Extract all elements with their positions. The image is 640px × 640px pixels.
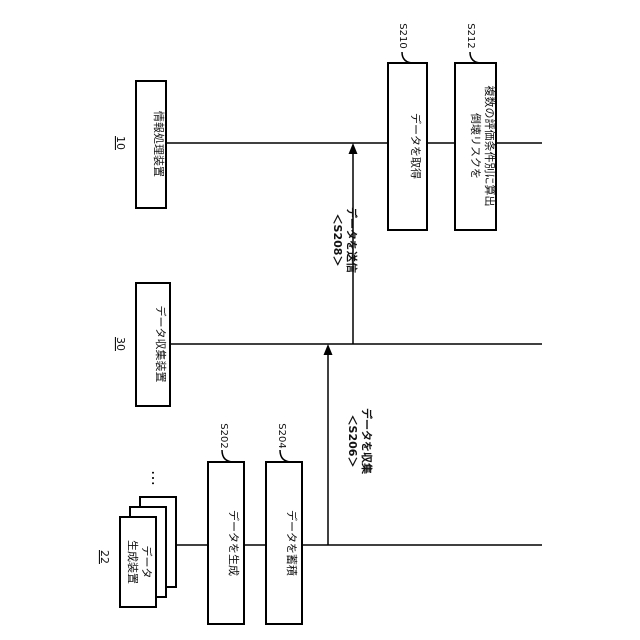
step-s210-id: S210: [397, 23, 408, 48]
msg-s206-label: データを収集: [360, 408, 374, 475]
data-generation-label-line1: データ: [140, 546, 154, 579]
arrowhead-s206: [324, 344, 333, 355]
step-s212-callout: [470, 52, 482, 63]
arrowhead-s208: [349, 143, 358, 154]
msg-s208-label: データを送信: [345, 207, 359, 273]
step-s212-id: S212: [465, 23, 476, 48]
msg-s208-id: ＜S208＞: [331, 214, 344, 267]
step-s204-id: S204: [276, 423, 287, 448]
step-s202-callout: [222, 450, 234, 462]
step-s210-callout: [402, 52, 414, 63]
data-generation-number: 22: [98, 550, 111, 564]
step-s202-id: S202: [218, 423, 229, 448]
step-s212-label-line2: 複数の評価条件別に算出: [483, 86, 497, 207]
info-processing-label: 情報処理装置: [152, 111, 165, 177]
step-s204-callout: [280, 450, 292, 462]
step-s212-label-line1: 倒壊リスクを: [469, 113, 482, 179]
data-collection-number: 30: [114, 337, 127, 351]
more-devices-ellipsis: …: [148, 470, 167, 486]
data-collection-label: データ収集装置: [154, 306, 168, 383]
data-generation-label-line2: 生成装置: [126, 540, 140, 584]
info-processing-number: 10: [114, 136, 127, 150]
step-s204-label: データを蓄積: [285, 510, 299, 576]
msg-s206-id: ＜S206＞: [346, 415, 359, 468]
step-s202-label: データを生成: [227, 510, 241, 576]
step-s210-label: データを取得: [409, 113, 423, 179]
